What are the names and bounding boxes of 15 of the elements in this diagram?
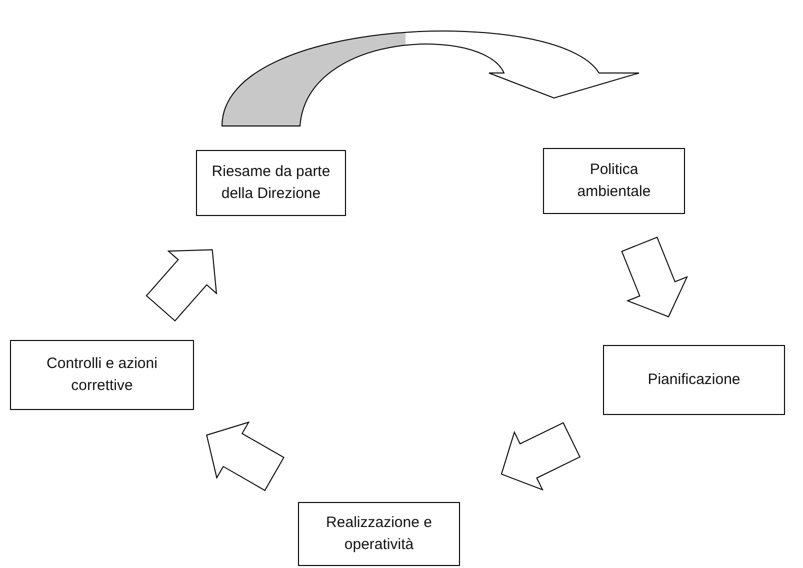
block-arrow (146, 249, 218, 322)
curved-block-arrow (222, 30, 640, 126)
block-arrow (500, 422, 581, 491)
process-box (543, 148, 685, 214)
box-label: Riesame da parte della Direzione (210, 162, 332, 204)
box-label: Realizzazione e operatività (325, 513, 433, 555)
box-label: Politica ambientale (576, 160, 652, 202)
box-label: Pianificazione (646, 370, 742, 390)
block-arrow (206, 421, 284, 492)
process-box (10, 340, 194, 410)
process-box (298, 502, 460, 566)
process-box (196, 150, 346, 216)
box-label: Controlli e azioni correttive (46, 354, 158, 396)
block-arrow (621, 236, 688, 318)
process-box (603, 345, 785, 415)
